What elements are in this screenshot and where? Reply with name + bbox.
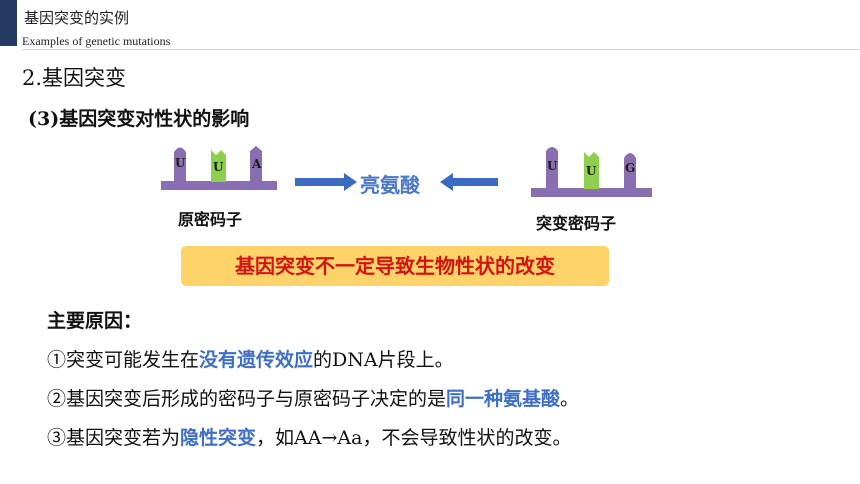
reason-3-highlight: 隐性突变 [180,427,257,449]
highlight-text: 基因突变不一定导致生物性状的改变 [235,254,555,278]
mutant-base-3-label: G [625,161,635,175]
header-accent-bar [0,0,17,46]
mutant-codon-backbone [531,188,652,197]
reason-2-suffix: 。 [560,388,580,410]
reason-3: ③基因突变若为隐性突变，如AA→Aa，不会导致性状的改变。 [47,423,571,450]
reason-1-suffix: 的DNA片段上。 [313,349,454,371]
codon-diagram: U U A U U G [161,146,652,197]
subtitle: (3)基因突变对性状的影响 [28,108,250,130]
original-codon-backbone [161,181,277,190]
original-base-2-label: U [213,160,224,174]
arrow-left [440,173,498,191]
mutant-base-1 [546,147,558,189]
original-codon-label: 原密码子 [178,210,243,229]
reason-3-suffix: ，如AA→Aa，不会导致性状的改变。 [256,427,572,449]
reason-2-highlight: 同一种氨基酸 [446,388,561,410]
original-base-2 [211,150,226,182]
original-base-3-label: A [251,157,262,171]
mutant-base-3 [624,153,636,189]
section-title: 2.基因突变 [22,66,127,90]
mutant-base-2 [584,152,599,189]
original-base-3 [250,146,262,182]
original-base-1 [174,147,186,182]
header-subtitle-english: Examples of genetic mutations [22,34,171,48]
reason-1: ①突变可能发生在没有遗传效应的DNA片段上。 [47,345,454,372]
highlight-box [181,246,609,286]
original-codon-graphic: U U A [161,146,277,190]
mutant-base-1-label: U [547,159,558,173]
reason-2: ②基因突变后形成的密码子与原密码子决定的是同一种氨基酸。 [47,384,579,411]
amino-acid-label: 亮氨酸 [360,173,420,197]
reason-3-prefix: ③基因突变若为 [47,427,181,449]
header-title: 基因突变的实例 [24,9,130,27]
arrow-right [295,173,357,191]
mutant-base-2-label: U [586,164,597,178]
mutant-codon-label: 突变密码子 [536,214,617,233]
header-divider [22,49,860,50]
reason-2-prefix: ②基因突变后形成的密码子与原密码子决定的是 [47,388,447,410]
reasons-title: 主要原因： [47,310,143,332]
reason-1-prefix: ①突变可能发生在 [47,349,200,371]
original-base-1-label: U [175,156,186,170]
mutant-codon-graphic: U U G [531,147,652,197]
reason-1-highlight: 没有遗传效应 [199,349,314,371]
